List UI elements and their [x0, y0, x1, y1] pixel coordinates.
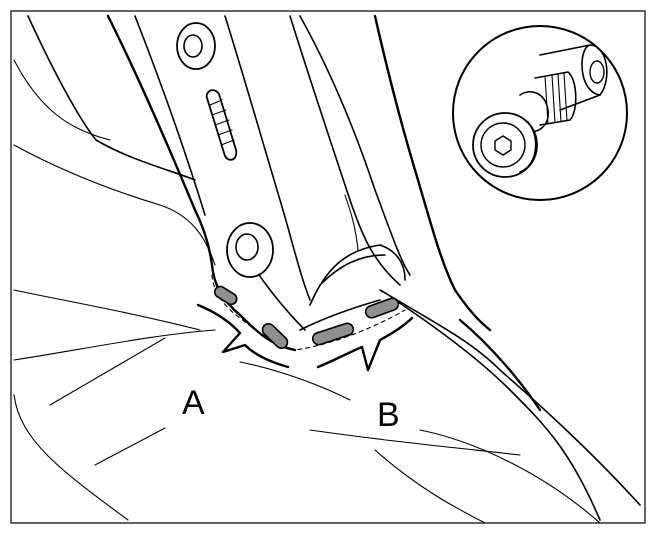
- screw-rivet-detail-icon: [452, 25, 628, 201]
- lower-mounting-hole: [226, 222, 274, 278]
- sealant-bead: [311, 322, 355, 346]
- body-panel-lines: [13, 15, 601, 524]
- sill-edge: [379, 289, 641, 521]
- sealant-bead: [261, 322, 289, 350]
- sealant-strip: [211, 274, 406, 351]
- sealant-bead: [213, 285, 238, 306]
- upper-mounting-hole: [176, 22, 216, 70]
- figure-frame: [10, 10, 646, 524]
- zone-brace-b: [316, 316, 414, 372]
- pillar-bracket: [106, 14, 492, 352]
- sealant-bead: [364, 297, 400, 319]
- label-b: B: [377, 396, 400, 434]
- slot-opening: [205, 89, 238, 161]
- zone-brace-a: [196, 303, 290, 369]
- label-a: A: [182, 384, 205, 422]
